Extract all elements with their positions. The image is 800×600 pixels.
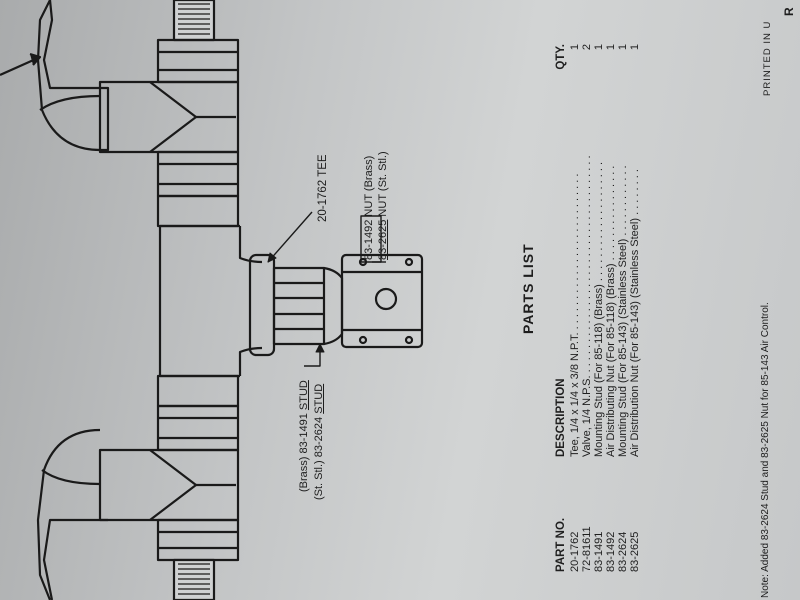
row-1-part-no: 20-1762 (569, 531, 581, 572)
row-2-description: Valve, 1/4 N.P.S. . . . . . . . . . . . … (581, 155, 593, 457)
mounting-stud (272, 266, 326, 346)
row-6-description: Air Distribution Nut (For 85-143) (Stain… (629, 169, 641, 457)
parts-list-title: PARTS LIST (520, 243, 536, 334)
nut-brass-desc: NUT (Brass) (363, 155, 375, 217)
leader-arrow (0, 56, 39, 77)
row-5-part-no: 83-2624 (617, 531, 629, 572)
nut-brass-label: 83-1492 NUT (Brass) (363, 156, 375, 260)
upper-thread (172, 0, 216, 42)
upper-valve-body (36, 0, 110, 152)
stud-ss-prefix: (St. Stl.) 83-2624 (313, 416, 325, 500)
tee-branch (248, 253, 276, 357)
row-1-description: Tee, 1/4 x 1/4 x 3/8 N.P.T. . . . . . . … (569, 173, 581, 457)
row-2-qty: 2 (581, 44, 593, 51)
row-5-qty: 1 (617, 44, 629, 51)
row-1-qty: 1 (569, 44, 581, 51)
row-4-part-no: 83-1492 (605, 531, 617, 572)
description-header: DESCRIPTION (555, 378, 567, 457)
row-6-part-no: 83-2625 (629, 531, 641, 572)
stud-leader (304, 352, 321, 367)
nut-brass-part: 83-1492 (363, 219, 375, 260)
row-4-qty: 1 (605, 44, 617, 51)
row-5-description: Mounting Stud (For 85-143) (Stainless St… (617, 165, 629, 457)
tee-label: 20-1762 TEE (317, 154, 329, 222)
nut-ss-label: 83-2625 NUT (St. Stl.) (377, 151, 389, 260)
distributing-nut (340, 253, 424, 349)
nut-hole (374, 287, 398, 311)
row-2-part-no: 72-81611 (581, 526, 593, 572)
printed-in-text: PRINTED IN U (762, 20, 773, 96)
part-no-column: PART NO. 20-1762 72-81611 83-1491 83-149… (554, 482, 641, 572)
tee-body (158, 226, 263, 376)
row-3-part-no: 83-1491 (593, 531, 605, 572)
stud-brass-suffix: STUD (298, 380, 310, 411)
row-6-qty: 1 (629, 44, 641, 51)
stud-ss-label: (St. Stl.) 83-2624 STUD (313, 384, 325, 500)
lower-thread (172, 558, 216, 600)
description-column: DESCRIPTION Tee, 1/4 x 1/4 x 3/8 N.P.T. … (554, 137, 641, 457)
nut-part-box (360, 215, 382, 263)
lower-valve-body (36, 428, 108, 600)
nut-ss-desc: NUT (St. Stl.) (377, 151, 389, 217)
upper-hex-nut (156, 38, 240, 84)
row-3-qty: 1 (593, 44, 605, 51)
stud-brass-label: (Brass) 83-1491 STUD (298, 380, 310, 492)
row-4-description: Air Distributing Nut (For 85-118) (Brass… (605, 165, 617, 457)
tee-leader (267, 211, 313, 263)
lower-hex-nut (156, 518, 240, 562)
nut-ss-part: 83-2625 (377, 219, 389, 260)
stud-ss-suffix: STUD (313, 383, 325, 414)
footer-note: Note: Added 83-2624 Stud and 83-2625 Nut… (760, 302, 771, 598)
row-3-description: Mounting Stud (For 85-118) (Brass) . . .… (593, 161, 605, 457)
qty-column: QTY. 1 2 1 1 1 1 (554, 44, 641, 84)
stud-brass-prefix: (Brass) 83-1491 (298, 413, 310, 492)
edge-letter: R (782, 7, 796, 16)
part-no-header: PART NO. (555, 517, 567, 572)
qty-header: QTY. (555, 44, 567, 70)
